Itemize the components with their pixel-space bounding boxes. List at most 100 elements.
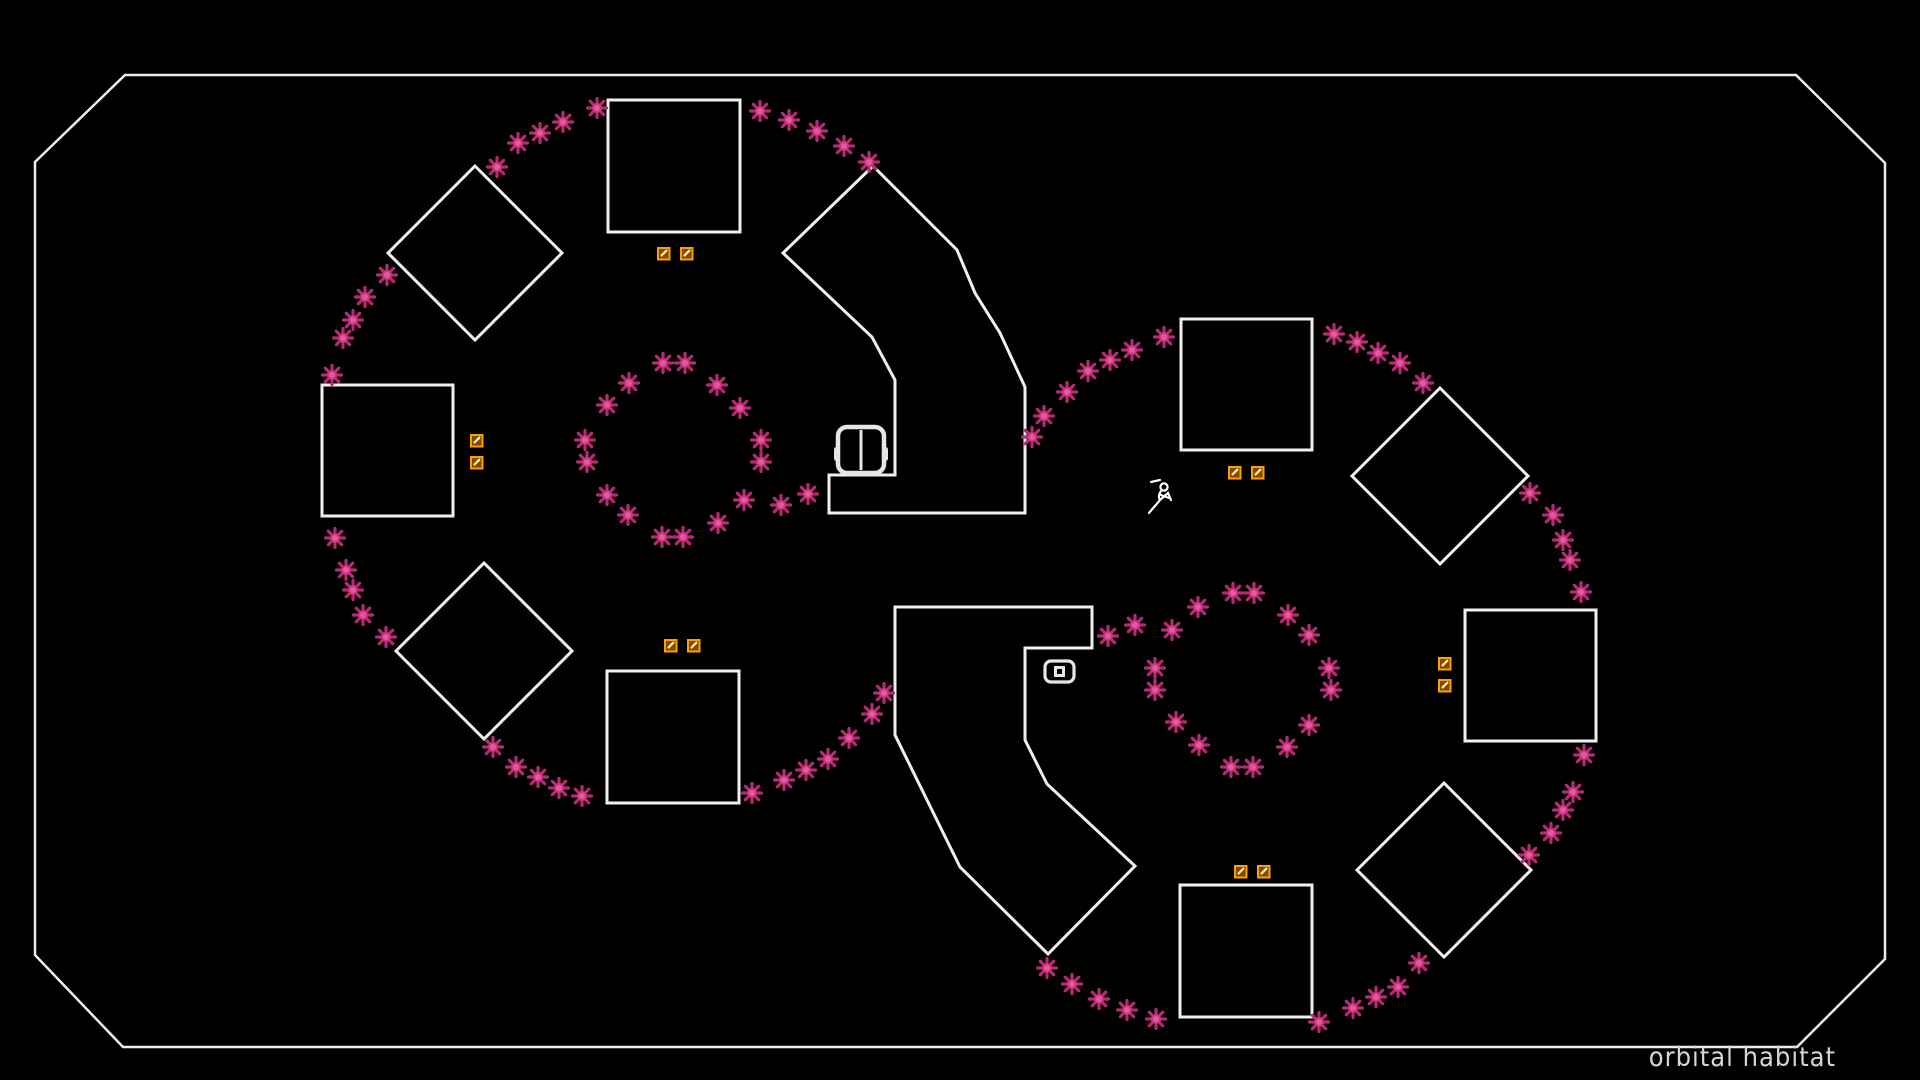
mine-hazard [1551,798,1575,822]
mine-hazard [748,99,772,123]
mine-hazard [334,558,358,582]
mine-hazard [651,351,675,375]
mine-hazard [740,781,764,805]
mine-hazard [528,121,552,145]
mine-hazard [1020,425,1044,449]
mine-hazard [617,371,641,395]
mine-hazard [374,625,398,649]
mine-hazard [1317,656,1341,680]
mine-hazard [728,396,752,420]
mine-hazard [1098,348,1122,372]
gold-piece [1256,864,1271,879]
mine-hazard [1186,595,1210,619]
mine-hazard [832,134,856,158]
mine-hazard [1386,975,1410,999]
mine-hazard [1517,843,1541,867]
mine-hazard [506,131,530,155]
mine-hazard [1572,743,1596,767]
level-name-label: orbital habitat [1648,1042,1836,1073]
mine-hazard [794,758,818,782]
terrain-square [605,669,741,805]
ninja-head [1159,482,1169,492]
mine-hazard [1096,624,1120,648]
mine-hazard [872,681,896,705]
gold-layer [469,246,1452,879]
mine-hazard [1276,603,1300,627]
mine-hazard [1160,618,1184,642]
gold-piece [469,455,484,470]
mine-hazard [1569,580,1593,604]
mine-hazard [1123,613,1147,637]
mine-hazard [1032,404,1056,428]
mine-hazard [1297,623,1321,647]
mine-hazard [595,393,619,417]
gold-piece [1227,465,1242,480]
mine-hazard [673,351,697,375]
mine-hazard [1144,1007,1168,1031]
mine-hazard [573,428,597,452]
mine-hazard [857,150,881,174]
ninja-arm [1159,493,1171,500]
gold-piece [656,246,671,261]
mine-hazard [320,363,344,387]
exit-door [834,424,888,476]
mine-hazard [575,450,599,474]
mine-hazard [1219,755,1243,779]
mine-hazard [749,450,773,474]
mine-hazard [570,784,594,808]
mine-hazard [551,110,575,134]
gold-piece [1437,678,1452,693]
mine-hazard [816,747,840,771]
mine-hazard [650,525,674,549]
mine-hazard [772,768,796,792]
exit-switch [1043,659,1076,684]
mine-hazard [1539,821,1563,845]
mine-hazard [1366,341,1390,365]
ninja-body [1147,488,1164,515]
mine-hazard [341,308,365,332]
terrain-square [1463,608,1598,743]
mine-hazard [1297,713,1321,737]
mine-hazard [706,511,730,535]
mine-hazard [1551,528,1575,552]
mine-hazard [331,326,355,350]
mine-hazard [1388,351,1412,375]
mine-hazard [1518,481,1542,505]
mine-hazard [595,483,619,507]
mine-hazard [1120,338,1144,362]
mine-hazard [1152,325,1176,349]
gold-piece [1250,465,1265,480]
ninja-player [1147,478,1173,515]
mine-hazard [1055,380,1079,404]
mine-hazard [1076,359,1100,383]
mine-hazard [341,578,365,602]
terrain-diamond [393,560,575,742]
mine-hazard [1087,987,1111,1011]
gold-piece [1233,864,1248,879]
mine-hazard [585,96,609,120]
mine-hazard [481,735,505,759]
terrain-square [1178,883,1314,1019]
mine-hazard [485,155,509,179]
mine-hazard [1115,998,1139,1022]
mine-hazard [1035,956,1059,980]
mine-hazard [796,482,820,506]
mine-hazard [526,765,550,789]
mine-hazard [1307,1010,1331,1034]
mine-hazard [1407,951,1431,975]
mine-hazard [1345,330,1369,354]
mine-hazard [732,488,756,512]
terrain-layer [320,98,1598,1019]
mine-hazard [1558,548,1582,572]
terrain-lower-arc-block [893,605,1138,957]
mine-hazard [1322,322,1346,346]
mine-hazard [1060,972,1084,996]
mine-hazard [1364,985,1388,1009]
mine-hazard [1241,755,1265,779]
gold-piece [679,246,694,261]
mine-hazard [1319,678,1343,702]
mine-hazard [777,108,801,132]
mine-hazard [749,428,773,452]
